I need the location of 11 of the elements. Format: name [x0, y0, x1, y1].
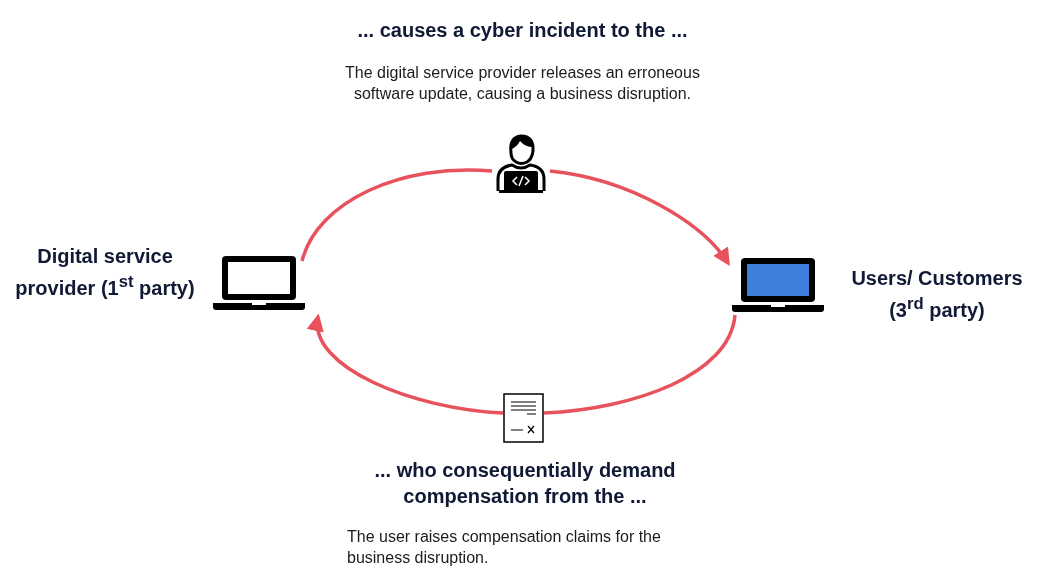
description-text: The user raises compensation claims for the business disruption.	[347, 527, 662, 568]
heading: ... who consequentially demand compensation from the ...	[373, 458, 677, 509]
heading: Digital service provider (1$^{st}$ party)	[14, 244, 196, 301]
curved-arrow	[549, 169, 731, 266]
heading: ... causes a cyber incident to the ...	[356, 18, 689, 43]
laptop-icon	[212, 253, 306, 311]
heading: Users/ Customers (3$^{rd}$ party)	[850, 266, 1024, 323]
description-text: The digital service provider releases an erroneous software update, causing a business disruption.	[345, 63, 700, 104]
curved-arrow	[309, 313, 504, 415]
document-icon	[503, 393, 544, 443]
laptop-icon	[731, 255, 825, 313]
